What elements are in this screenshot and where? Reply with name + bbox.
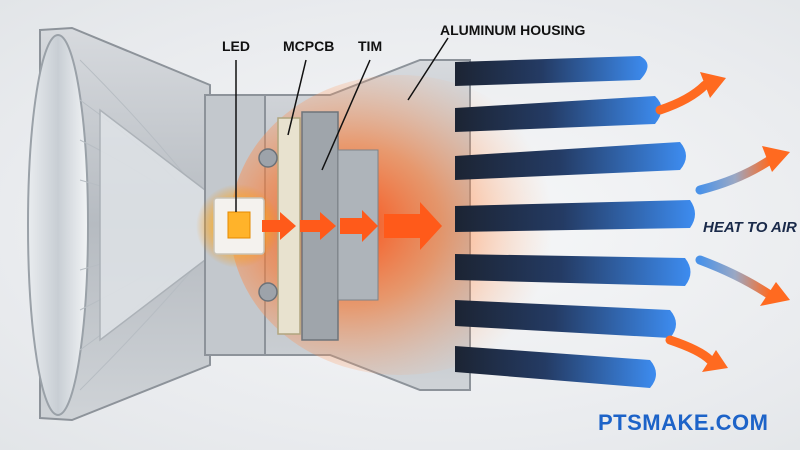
fin-3 (455, 142, 686, 180)
screw-bottom (258, 282, 278, 302)
label-aluminum-housing: ALUMINUM HOUSING (440, 22, 586, 38)
led-chip (227, 211, 251, 239)
screw-top (258, 148, 278, 168)
air-arrowhead-1 (700, 72, 726, 98)
label-tim: TIM (358, 38, 382, 54)
heat-arrow-1 (262, 212, 296, 240)
air-arrow-4 (665, 335, 715, 365)
heat-arrow-4 (384, 202, 442, 250)
glass-lens (27, 34, 89, 416)
leader-tim (321, 59, 371, 171)
air-flow-arrows (655, 80, 775, 365)
heat-arrow-3 (340, 210, 378, 242)
fin-2 (455, 96, 662, 132)
leader-housing (407, 37, 449, 101)
label-led: LED (222, 38, 250, 54)
heat-arrow-2 (300, 212, 336, 240)
air-arrow-1 (655, 80, 710, 115)
air-arrowhead-3 (760, 282, 790, 306)
air-arrow-3 (695, 255, 775, 300)
air-arrowheads (700, 72, 790, 372)
fin-1 (455, 56, 648, 86)
leader-lines (235, 37, 449, 212)
label-heat-to-air: HEAT TO AIR (703, 219, 797, 236)
air-arrow-2 (695, 155, 775, 195)
air-arrowhead-4 (702, 350, 728, 372)
heat-flow-arrows (262, 202, 442, 250)
label-mcpcb: MCPCB (283, 38, 334, 54)
brand-watermark: PTSMAKE.COM (598, 410, 769, 435)
fin-7 (455, 346, 656, 388)
leader-mcpcb (287, 59, 307, 136)
fin-5 (455, 254, 691, 286)
air-arrowhead-2 (762, 146, 790, 172)
heat-sink-fins (455, 56, 695, 388)
fin-6 (455, 300, 676, 338)
fin-4 (455, 200, 695, 232)
